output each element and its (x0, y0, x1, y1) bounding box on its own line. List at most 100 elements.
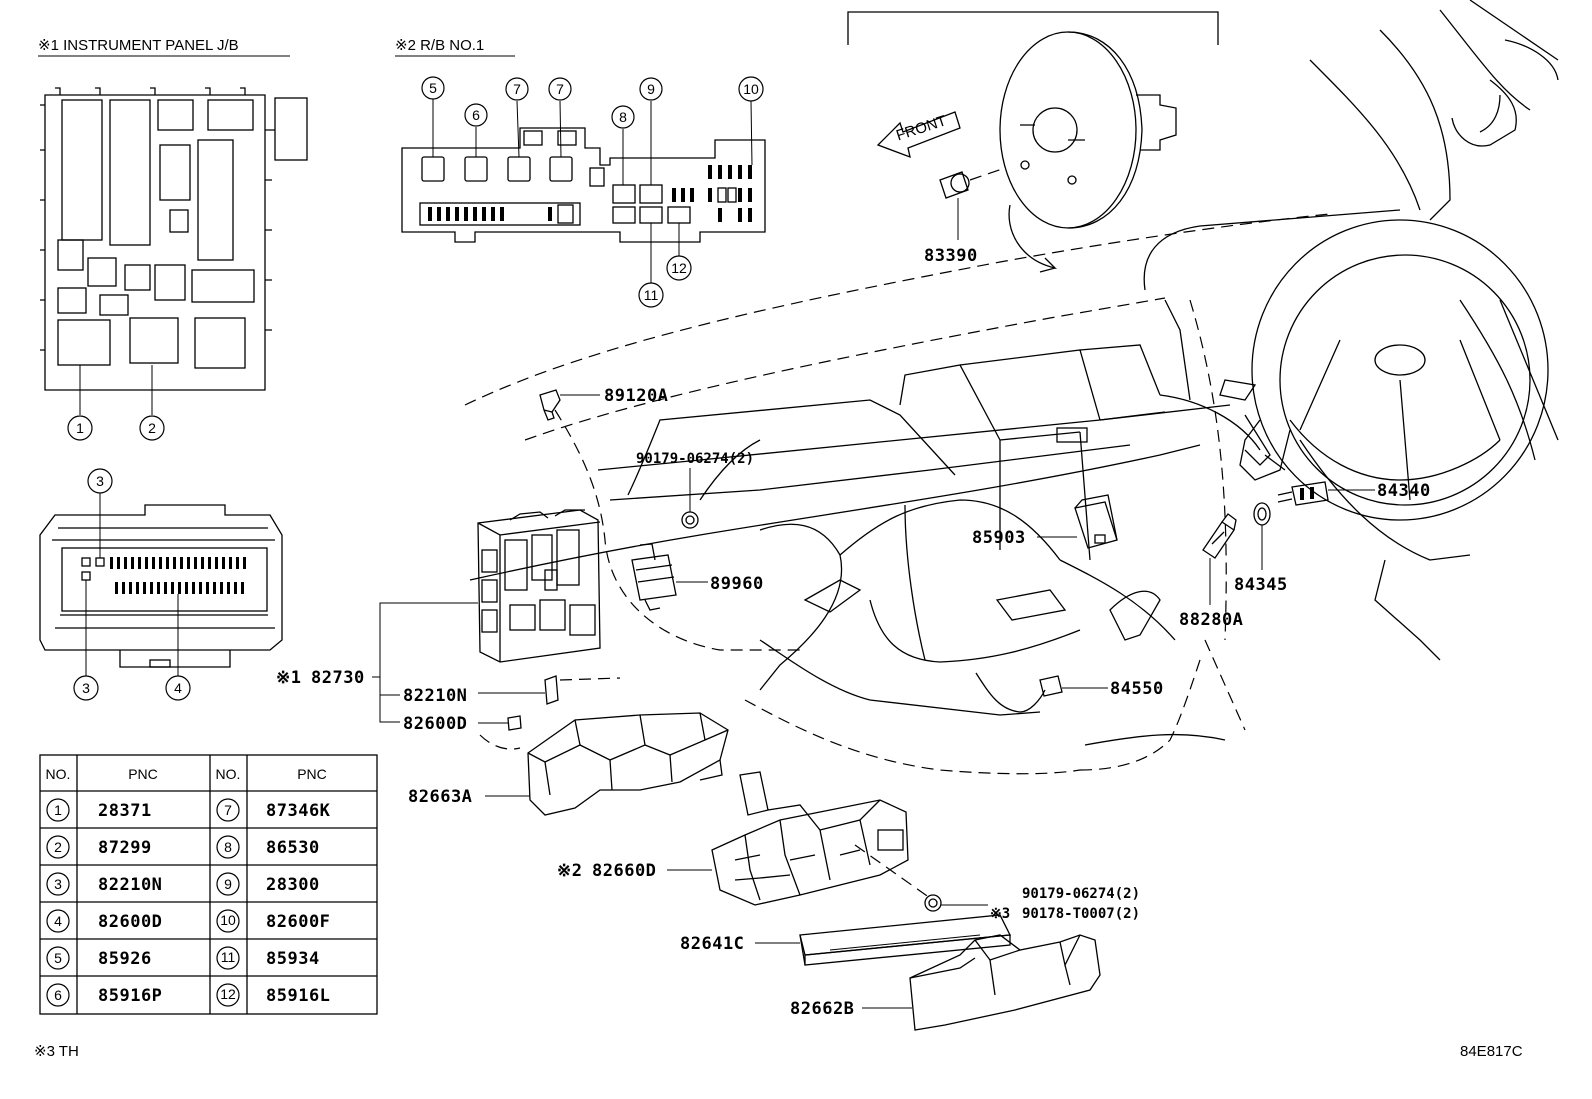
brake-booster (847, 11, 1219, 273)
table-row-4-no-right: 10 (220, 912, 236, 928)
table-row-5-no-left: 5 (54, 950, 62, 966)
part-88280A-switch (1202, 513, 1237, 605)
part-90178-mark: ※3 (990, 906, 1010, 922)
svg-text:10: 10 (743, 81, 759, 97)
svg-text:3: 3 (96, 473, 104, 489)
part-88280A-label: 88280A (1179, 610, 1243, 630)
table-row-4-no-left: 4 (54, 913, 62, 929)
callout-9: 9 (639, 77, 663, 101)
part-82600D-label: 82600D (403, 714, 467, 734)
part-82641C-label: 82641C (680, 934, 744, 954)
table-header-pnc-left: PNC (128, 766, 158, 782)
part-90178-label: 90178-T0007(2) (1022, 906, 1140, 922)
part-90179-top-nut (681, 511, 699, 529)
table-row-4-pnc-right: 82600F (266, 912, 330, 932)
table-row-2-no-right: 8 (224, 839, 232, 855)
part-82660D-relay-block (667, 771, 909, 906)
svg-text:12: 12 (671, 260, 687, 276)
part-82662B-label: 82662B (790, 999, 854, 1019)
leader-82600D-dashed (479, 734, 521, 750)
part-84550-sensor (975, 672, 1108, 713)
table-row-6-pnc-left: 85916P (98, 986, 162, 1006)
svg-text:1: 1 (76, 420, 84, 436)
callout-7a: 7 (505, 77, 529, 101)
part-82660D-mark: ※2 (557, 861, 582, 881)
callout-4: 4 (165, 675, 191, 701)
table-header-no-left: NO. (46, 766, 71, 782)
part-82663A-label: 82663A (408, 787, 472, 807)
table-row-3-pnc-right: 28300 (266, 875, 320, 895)
part-89960-label: 89960 (710, 574, 764, 594)
callout-7b: 7 (548, 77, 572, 101)
part-90179-bottom-label: 90179-06274(2) (1022, 886, 1140, 902)
svg-text:9: 9 (647, 81, 655, 97)
part-82641C-module (755, 914, 1012, 966)
callout-11: 11 (638, 282, 664, 308)
part-90179-top-label: 90179-06274(2) (636, 451, 754, 467)
leader-nut-dashed (854, 844, 931, 899)
part-84345-label: 84345 (1234, 575, 1288, 595)
table-row-2-no-left: 2 (54, 839, 62, 855)
callout-8: 8 (611, 105, 635, 129)
instrument-panel-jb-top-view (40, 87, 308, 415)
callout-3-bottom: 3 (73, 675, 99, 701)
part-83390-sensor (939, 167, 1006, 240)
table-row-4-pnc-left: 82600D (98, 912, 162, 932)
callout-5: 5 (421, 76, 445, 100)
table-row-2-pnc-left: 87299 (98, 838, 152, 858)
footnote: ※3 TH (34, 1043, 79, 1060)
instrument-panel-jb-title: ※1 INSTRUMENT PANEL J/B (38, 37, 239, 54)
part-89120A-clip (539, 389, 600, 421)
steering-wheel (1219, 219, 1549, 521)
table-row-6-no-right: 12 (220, 986, 236, 1002)
leader-82730-bracket (372, 602, 478, 723)
callout-3-top: 3 (87, 468, 113, 494)
part-84340-label: 84340 (1377, 481, 1431, 501)
table-header-no-right: NO. (216, 766, 241, 782)
relay-block-no1 (401, 99, 766, 283)
part-82730-mark: ※1 (276, 668, 301, 688)
front-label: FRONT (894, 112, 948, 144)
table-row-5-pnc-right: 85934 (266, 949, 320, 969)
fuse-row-upper (110, 557, 246, 569)
pnc-table: NO. PNC NO. PNC 1 28371 7 87346K 2 87299… (39, 754, 378, 1015)
part-84340-switch (1277, 481, 1375, 506)
table-row-5-no-right: 11 (221, 949, 236, 965)
leader-82210N-dashed (559, 677, 621, 681)
table-row-1-no-left: 1 (54, 802, 62, 818)
figure-code: 84E817C (1460, 1043, 1523, 1060)
table-row-3-pnc-left: 82210N (98, 875, 162, 895)
part-84345-nut (1253, 502, 1271, 570)
table-row-5-pnc-left: 85926 (98, 949, 152, 969)
fuse-row-lower (115, 582, 244, 594)
part-82662B-cover (862, 934, 1101, 1031)
callout-6: 6 (464, 103, 488, 127)
part-82600D-fuse (478, 715, 522, 731)
front-arrow: FRONT (876, 111, 961, 159)
part-83390-label: 83390 (924, 246, 978, 266)
dashboard-outline (464, 0, 1559, 775)
table-row-6-pnc-right: 85916L (266, 986, 330, 1006)
table-row-1-no-right: 7 (224, 802, 232, 818)
svg-text:7: 7 (513, 81, 521, 97)
svg-text:5: 5 (429, 80, 437, 96)
part-89960-relay (631, 543, 708, 611)
svg-text:7: 7 (556, 81, 564, 97)
svg-text:4: 4 (174, 680, 182, 696)
part-90178-nut (924, 894, 988, 912)
part-84550-label: 84550 (1110, 679, 1164, 699)
svg-text:2: 2 (148, 420, 156, 436)
part-82210N-label: 82210N (403, 686, 467, 706)
part-82663A-bracket (485, 712, 729, 816)
rb-no1-title: ※2 R/B NO.1 (395, 37, 484, 54)
instrument-panel-jb-side-view (39, 493, 283, 676)
callout-12: 12 (666, 255, 692, 281)
table-row-6-no-left: 6 (54, 987, 62, 1003)
part-85903-label: 85903 (972, 528, 1026, 548)
table-row-1-pnc-left: 28371 (98, 801, 152, 821)
part-82730-label: 82730 (311, 668, 365, 688)
table-row-1-pnc-right: 87346K (266, 801, 331, 821)
part-89120A-label: 89120A (604, 386, 668, 406)
